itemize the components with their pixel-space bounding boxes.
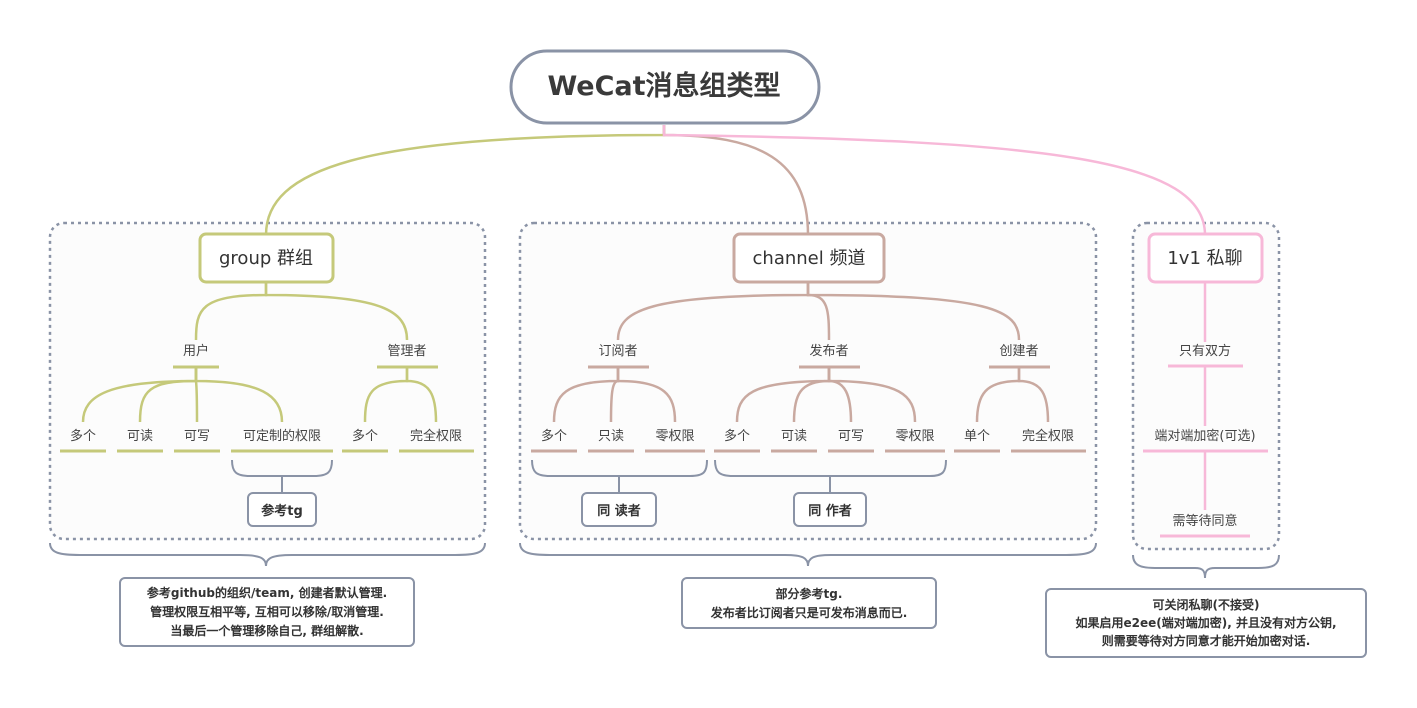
channel-reader-tag-label: 同 读者 [597, 503, 641, 519]
private-note-line-2: 如果启用e2ee(端对端加密), 并且没有对方公钥, [1075, 615, 1336, 630]
channel-subscriber-item-readonly[interactable]: 只读 [588, 429, 634, 453]
private-title: 1v1 私聊 [1167, 248, 1242, 269]
group-user-item-multi[interactable]: 多个 [60, 428, 106, 453]
group-user-item-write[interactable]: 可写 [174, 429, 220, 453]
private-node[interactable]: 1v1 私聊 [1147, 232, 1264, 284]
group-admin-item-full-label: 完全权限 [410, 428, 462, 444]
group-note-box [119, 577, 415, 647]
root-to-group-line [264, 125, 666, 236]
creator-to-full-line [1017, 368, 1050, 423]
group-role-user-label: 用户 [183, 343, 209, 359]
private-summary-brace [1132, 554, 1280, 579]
root-to-private-line [662, 125, 1207, 236]
channel-note[interactable]: 部分参考tg. 发布者比订阅者只是可发布消息而已. [681, 577, 937, 629]
channel-node[interactable]: channel 频道 [732, 232, 886, 284]
group-note-line-1: 参考github的组织/team, 创建者默认管理. [147, 585, 387, 600]
group-admin-item-multi-label: 多个 [352, 428, 378, 444]
channel-publisher-item-multi[interactable]: 多个 [714, 428, 760, 453]
group-role-admin-label: 管理者 [387, 344, 426, 359]
private-note-line-1: 可关闭私聊(不接受) [1153, 597, 1260, 612]
group-role-user[interactable]: 用户 [173, 343, 219, 369]
group-user-item-multi-label: 多个 [70, 428, 96, 444]
group-admin-item-full[interactable]: 完全权限 [399, 428, 474, 453]
publisher-to-none-line [827, 368, 917, 423]
channel-to-subscriber-line [616, 283, 810, 341]
private-note[interactable]: 可关闭私聊(不接受) 如果启用e2ee(端对端加密), 并且没有对方公钥, 则需… [1045, 588, 1367, 658]
private-step-wait-approval-label: 需等待同意 [1172, 513, 1237, 529]
channel-role-creator[interactable]: 创建者 [989, 344, 1050, 369]
channel-publisher-item-read[interactable]: 可读 [771, 429, 817, 453]
channel-role-creator-label: 创建者 [999, 344, 1038, 359]
group-title: group 群组 [219, 248, 313, 269]
group-tag-label: 参考tg [261, 503, 303, 519]
group-user-item-read-label: 可读 [127, 429, 153, 444]
channel-creator-item-single-label: 单个 [964, 429, 990, 444]
root-node[interactable]: WeCat消息组类型 [509, 49, 821, 125]
private-step-wait-approval[interactable]: 需等待同意 [1160, 513, 1250, 538]
channel-writer-tag-label: 同 作者 [808, 503, 852, 519]
channel-publisher-item-write-label: 可写 [838, 429, 864, 444]
channel-writer-tag-rect [793, 492, 867, 527]
channel-writer-tag-brace [714, 459, 947, 477]
channel-creator-item-full-label: 完全权限 [1022, 428, 1074, 444]
channel-writer-tag-box[interactable]: 同 作者 [793, 492, 867, 527]
private-step-e2ee[interactable]: 端对端加密(可选) [1143, 428, 1268, 453]
channel-subscriber-item-readonly-label: 只读 [598, 429, 624, 444]
group-user-item-custom[interactable]: 可定制的权限 [231, 428, 333, 453]
channel-summary-brace [519, 542, 1097, 567]
channel-publisher-item-write[interactable]: 可写 [828, 429, 874, 453]
channel-reader-tag-box[interactable]: 同 读者 [581, 492, 657, 527]
group-role-admin[interactable]: 管理者 [377, 344, 438, 369]
group-tag-box-rect [247, 492, 317, 527]
group-node-box [198, 232, 335, 284]
private-note-box [1045, 588, 1367, 658]
group-user-item-read[interactable]: 可读 [117, 429, 163, 453]
channel-to-creator-line [806, 283, 1021, 341]
channel-publisher-item-none[interactable]: 零权限 [885, 428, 945, 453]
channel-role-subscriber[interactable]: 订阅者 [588, 344, 649, 369]
group-tag-box[interactable]: 参考tg [247, 492, 317, 527]
private-step-both-parties[interactable]: 只有双方 [1168, 343, 1243, 368]
channel-reader-tag-rect [581, 492, 657, 527]
channel-role-publisher[interactable]: 发布者 [799, 343, 860, 369]
channel-subscriber-item-none-label: 零权限 [655, 428, 694, 444]
root-to-channel-line [662, 125, 810, 236]
channel-publisher-item-multi-label: 多个 [724, 428, 750, 444]
channel-creator-item-full[interactable]: 完全权限 [1011, 428, 1086, 453]
channel-note-line-2: 发布者比订阅者只是可发布消息而已. [710, 605, 908, 620]
group-user-item-write-label: 可写 [184, 429, 210, 444]
group-admin-item-multi[interactable]: 多个 [342, 428, 388, 453]
group-note-line-2: 管理权限互相平等, 互相可以移除/取消管理. [150, 604, 384, 619]
group-to-admin-line [264, 283, 409, 341]
channel-note-line-1: 部分参考tg. [776, 586, 843, 601]
channel-role-publisher-label: 发布者 [809, 343, 848, 359]
channel-subscriber-item-multi[interactable]: 多个 [531, 428, 577, 453]
channel-subscriber-item-none[interactable]: 零权限 [645, 428, 705, 453]
channel-title: channel 频道 [753, 248, 866, 269]
channel-publisher-item-read-label: 可读 [781, 429, 807, 444]
group-summary-brace [49, 542, 486, 567]
channel-node-box [732, 232, 886, 284]
group-note-line-3: 当最后一个管理移除自己, 群组解散. [170, 623, 363, 638]
private-node-box [1147, 232, 1264, 284]
group-note[interactable]: 参考github的组织/team, 创建者默认管理. 管理权限互相平等, 互相可… [119, 577, 415, 647]
channel-note-box [681, 577, 937, 629]
channel-creator-item-single[interactable]: 单个 [954, 429, 1000, 453]
user-to-read-line [138, 368, 198, 423]
admin-to-full-line [405, 368, 438, 423]
channel-subscriber-item-multi-label: 多个 [541, 428, 567, 444]
root-title: WeCat消息组类型 [547, 70, 780, 102]
channel-publisher-item-none-label: 零权限 [895, 428, 934, 444]
group-user-item-custom-label: 可定制的权限 [243, 428, 321, 444]
group-node[interactable]: group 群组 [198, 232, 335, 284]
private-note-line-3: 则需要等待对方同意才能开始加密对话. [1102, 633, 1311, 648]
channel-role-subscriber-label: 订阅者 [598, 344, 637, 359]
subscriber-to-none-line [616, 368, 677, 423]
private-step-both-parties-label: 只有双方 [1179, 343, 1231, 359]
root-node-box [509, 49, 821, 125]
group-to-user-line [194, 283, 268, 341]
user-to-custom-line [194, 368, 284, 423]
private-step-e2ee-label: 端对端加密(可选) [1154, 428, 1255, 444]
